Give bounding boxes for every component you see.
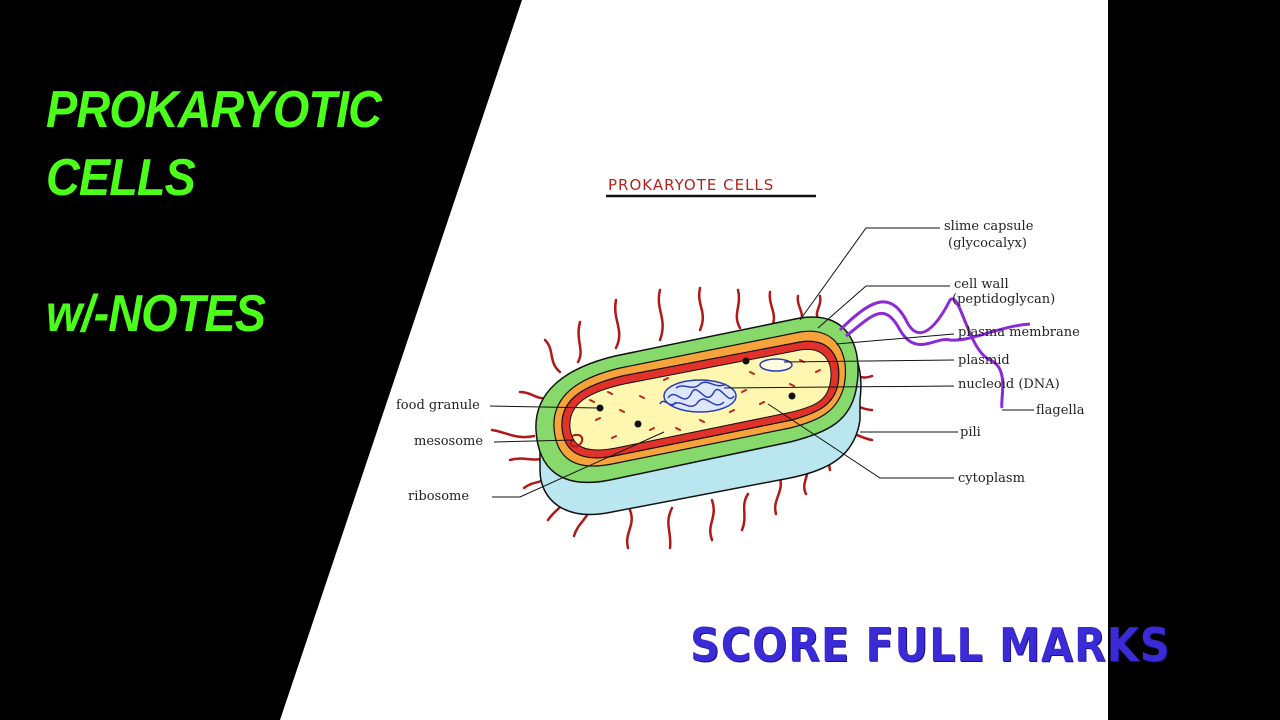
label-plasmid: plasmid [958,353,1010,368]
label-slime-capsule-sub: (glycocalyx) [948,236,1027,251]
flagella [838,297,1005,409]
label-food-granule: food granule [396,398,480,413]
food-granules [596,357,796,428]
leader-lines [489,227,1034,498]
label-ribosome: ribosome [408,489,469,504]
label-plasma-membrane: plasma membrane [958,325,1080,340]
page-title-line-2: CELLS [46,149,196,207]
label-flagella: flagella [1036,403,1085,418]
label-cytoplasm: cytoplasm [958,471,1025,486]
page-subtitle: w/-NOTES [46,285,266,343]
label-cell-wall-sub: (peptidoglycan) [952,292,1055,307]
mesosome [569,434,584,448]
label-pili: pili [960,425,981,440]
page-title-line-1: PROKARYOTIC [46,81,382,139]
label-slime-capsule: slime capsule [944,219,1034,234]
label-cell-wall: cell wall [954,277,1009,292]
label-nucleoid: nucleoid (DNA) [958,377,1060,392]
footer-slogan: SCORE FULL MARKS [690,618,1171,672]
flagella-2 [845,311,1031,346]
label-mesosome: mesosome [414,434,483,449]
nucleoid-dna [659,379,737,413]
plasmid [759,358,793,372]
diagram-title: PROKARYOTE CELLS [608,176,774,194]
